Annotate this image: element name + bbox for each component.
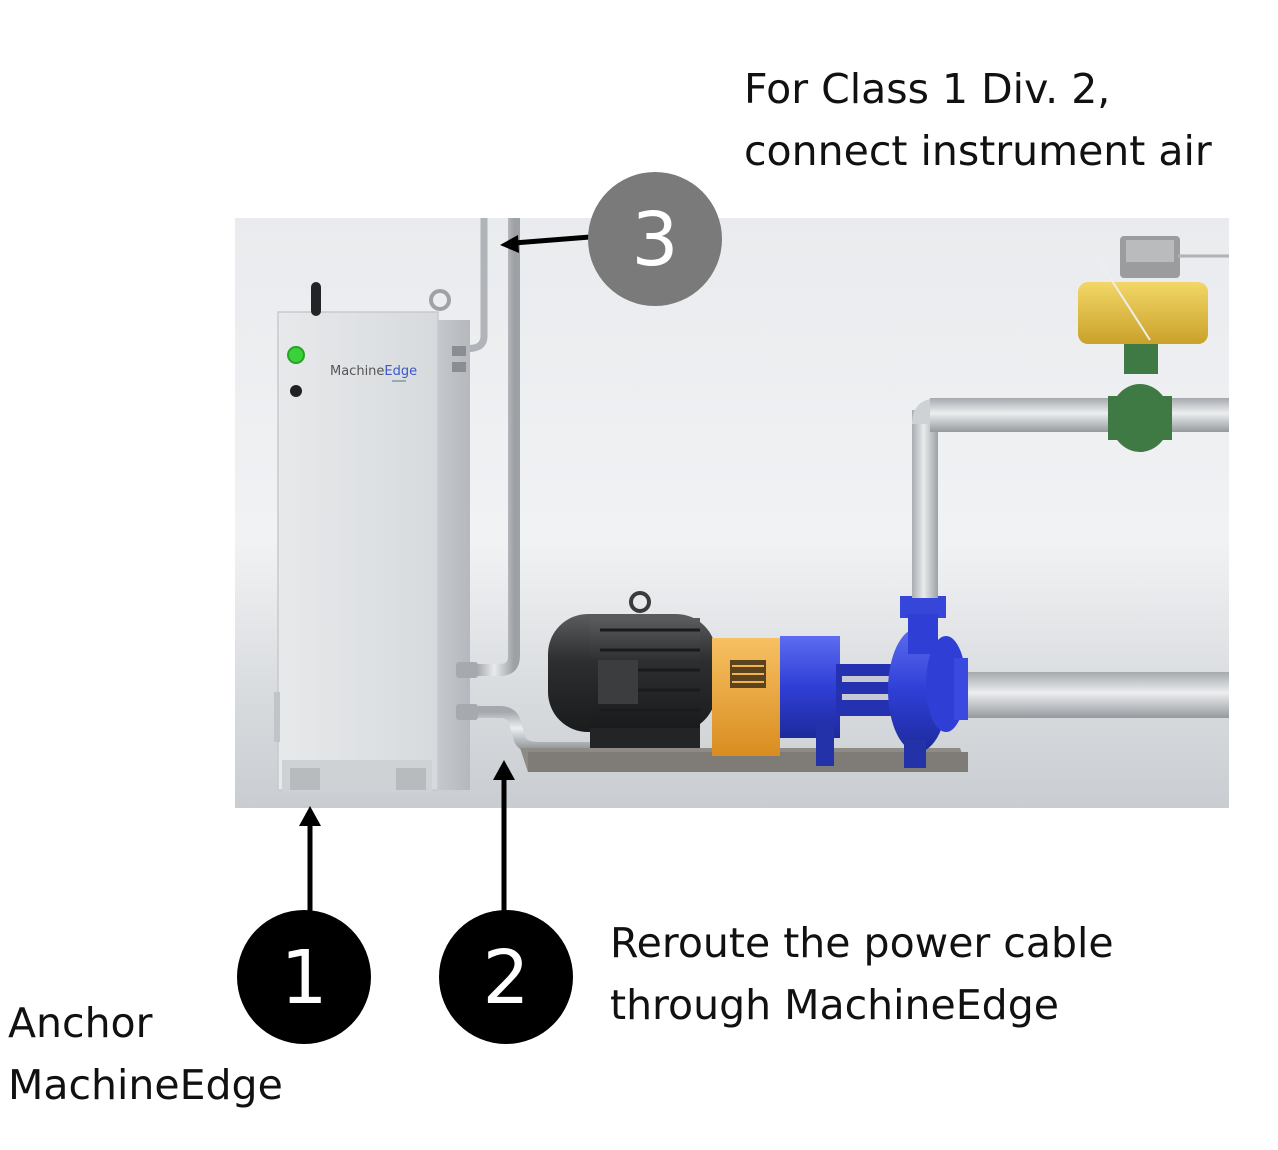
svg-text:2: 2 [482,935,529,1021]
caption-line: For Class 1 Div. 2, [744,65,1111,113]
callout-arrows [299,234,591,912]
callout-3-caption: For Class 1 Div. 2, connect instrument a… [744,58,1212,182]
process-piping [912,398,1229,718]
status-light [287,346,305,364]
marker-3: 3 [588,172,722,306]
pump-baseplate [520,748,968,772]
svg-text:3: 3 [631,197,678,283]
callout-1-caption: Anchor MachineEdge [8,992,283,1116]
electric-motor [548,591,716,748]
marker-2: 2 [439,910,573,1044]
caption-line: MachineEdge [8,1061,283,1109]
centrifugal-pump [780,596,968,768]
cabinet-brand-label: MachineEdge [330,364,417,379]
caption-line: connect instrument air [744,127,1212,175]
coupling-guard [712,638,780,756]
caption-line: Anchor [8,999,153,1047]
marker-1: 1 [237,910,371,1044]
callout-2-caption: Reroute the power cable through MachineE… [610,912,1114,1036]
machineedge-cabinet: MachineEdge [274,282,478,792]
power-switch-icon [290,385,302,397]
control-valve [1078,236,1229,452]
arrow-3 [513,234,591,246]
caption-line: Reroute the power cable [610,919,1114,967]
instrument-air-pipe [459,218,520,676]
svg-text:1: 1 [280,935,327,1021]
caption-line: through MachineEdge [610,981,1059,1029]
